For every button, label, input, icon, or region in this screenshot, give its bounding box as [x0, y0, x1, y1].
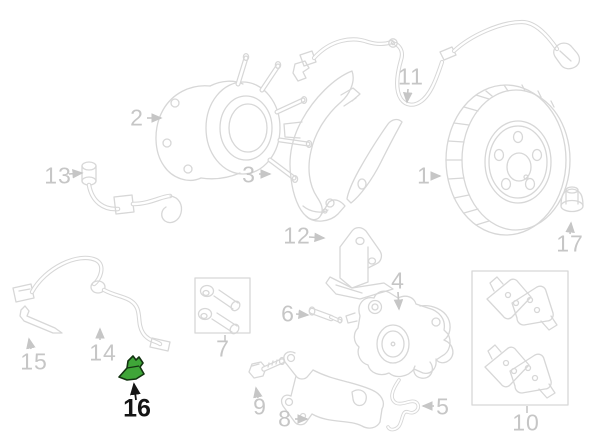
sensor-wire-drawing	[299, 19, 581, 107]
callout-label-1[interactable]: 1	[417, 162, 431, 189]
callout-arrow-12	[308, 232, 326, 243]
callout-label-3[interactable]: 3	[242, 161, 256, 188]
callout-label-12[interactable]: 12	[283, 222, 311, 249]
callout-label-10[interactable]: 10	[512, 409, 540, 436]
caliper-drawing	[345, 290, 454, 379]
brake-rotor-drawing	[445, 84, 571, 236]
callout-label-5[interactable]: 5	[436, 393, 450, 420]
callout-arrow-9	[253, 386, 263, 399]
callout-label-13[interactable]: 13	[44, 162, 72, 189]
caliper-bolt-drawing	[248, 356, 286, 379]
callout-arrow-17	[565, 221, 575, 235]
callout-label-11[interactable]: 11	[398, 63, 424, 90]
callout-label-6[interactable]: 6	[281, 300, 295, 327]
callout-label-9[interactable]: 9	[253, 393, 267, 420]
callout-arrow-4	[393, 291, 404, 311]
callout-label-4[interactable]: 4	[391, 267, 405, 294]
brake-hose-drawing	[81, 161, 183, 224]
callout-label-7[interactable]: 7	[216, 335, 230, 362]
callout-label-17[interactable]: 17	[556, 230, 584, 257]
callout-arrow-16	[129, 382, 141, 401]
nut-drawing	[560, 186, 584, 213]
retaining-clip-drawing	[19, 305, 63, 334]
guide-pin-drawing	[308, 306, 343, 324]
callout-arrow-6	[295, 309, 310, 319]
spring-clip-drawing	[386, 378, 421, 432]
callout-label-14[interactable]: 14	[89, 339, 117, 366]
callout-label-2[interactable]: 2	[130, 104, 144, 131]
callout-arrow-15	[26, 337, 36, 350]
boot-kit-box-drawing	[194, 277, 251, 335]
brake-pads-box-drawing	[471, 270, 569, 406]
callout-arrow-11	[402, 88, 413, 104]
splash-shield-drawing	[325, 226, 394, 300]
callout-label-15[interactable]: 15	[20, 348, 48, 375]
wheel-hub-drawing	[155, 52, 313, 184]
dust-shield-drawing	[283, 60, 403, 222]
caliper-bracket-drawing	[280, 351, 385, 429]
callout-label-16-selected[interactable]: 16	[123, 394, 151, 423]
abs-wire-drawing	[12, 255, 171, 352]
highlighted-part-16[interactable]	[118, 355, 145, 381]
callout-arrow-13	[68, 168, 84, 179]
callout-label-8[interactable]: 8	[278, 405, 292, 432]
